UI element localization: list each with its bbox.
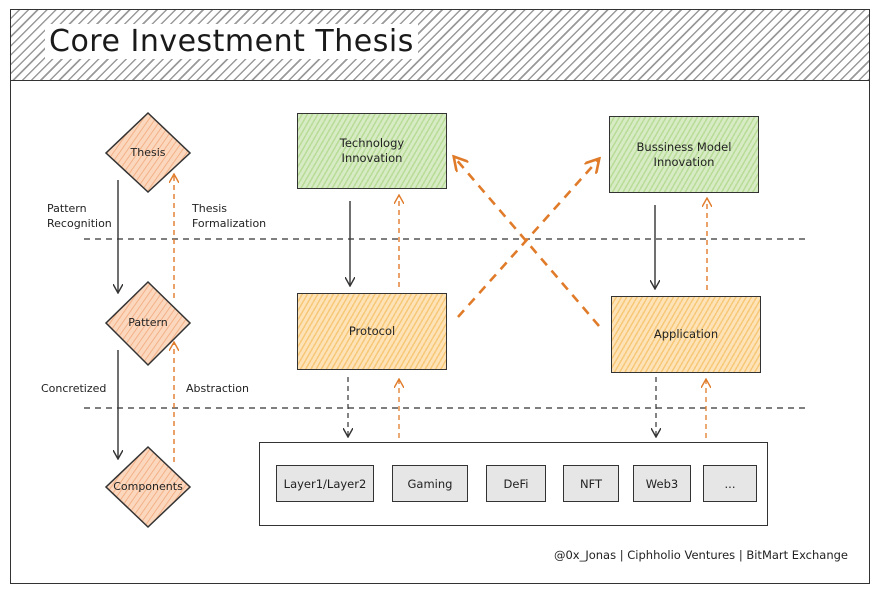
box-technology-label: Technology Innovation [339,136,405,165]
diamond-thesis-label: Thesis [130,146,166,159]
label-thesis-formalization: Thesis Formalization [192,202,267,230]
chip-layer1-layer2: Layer1/Layer2 [276,465,374,502]
page-title: Core Investment Thesis [45,24,418,59]
chip-gaming: Gaming [392,465,468,502]
diamond-thesis-shape [104,111,192,194]
box-technology-innovation: Technology Innovation [297,113,447,189]
diamond-components-shape [104,445,192,529]
chip-defi: DeFi [486,465,546,502]
box-application-label: Application [653,327,719,341]
diamond-pattern-shape [104,280,192,367]
box-business-model-innovation: Bussiness Model Innovation [609,116,759,193]
label-concretized: Concretized [41,382,107,395]
credit-line: @0x_Jonas | Ciphholio Ventures | BitMart… [553,548,848,562]
diamond-pattern-label: Pattern [128,316,168,329]
label-abstraction: Abstraction [186,382,249,395]
box-protocol: Protocol [297,293,447,370]
box-business-label: Bussiness Model Innovation [636,139,732,169]
arrow-application-to-technology [455,158,600,327]
chip-more: ... [703,465,757,502]
box-application: Application [611,296,761,373]
chip-nft: NFT [563,465,619,502]
box-protocol-label: Protocol [348,324,396,338]
chip-web3: Web3 [633,465,691,502]
diamond-components-label: Components [113,480,183,493]
arrow-protocol-to-business [457,160,598,318]
title-bar: Core Investment Thesis [10,9,870,81]
label-pattern-recognition: Pattern Recognition [47,202,112,230]
